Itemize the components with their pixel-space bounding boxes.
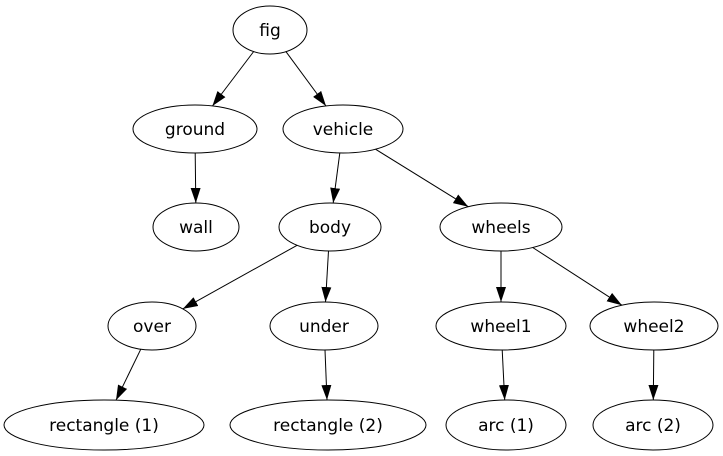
node-wheel1: wheel1 [435, 301, 567, 351]
node-label-wheel2: wheel2 [623, 317, 684, 337]
node-arc1: arc (1) [445, 399, 567, 451]
node-wheels: wheels [439, 202, 563, 252]
nodes-layer: fig ground vehicle wall body wheels over under w… [3, 5, 719, 451]
edge-wheel2-arc2 [648, 349, 659, 401]
node-arc2: arc (2) [592, 399, 714, 451]
node-vehicle: vehicle [282, 104, 404, 154]
edges-layer [115, 51, 659, 401]
node-body: body [278, 202, 382, 252]
edge-body-over [182, 244, 298, 310]
node-label-body: body [309, 218, 351, 238]
node-wheel2: wheel2 [589, 301, 719, 351]
node-label-rectangle1: rectangle (1) [49, 416, 159, 436]
node-ellipse-fig [232, 5, 308, 55]
node-ellipse-body [278, 202, 382, 252]
edge-under-rectangle2 [321, 349, 332, 401]
edge-body-under [321, 250, 332, 303]
node-label-over: over [133, 317, 171, 337]
edge-vehicle-body [330, 152, 341, 204]
node-label-wall: wall [179, 218, 213, 238]
node-ellipse-wheels [439, 202, 563, 252]
node-ellipse-wall [152, 202, 240, 252]
node-ellipse-arc1 [445, 399, 567, 451]
node-label-fig: fig [259, 21, 281, 41]
node-rectangle1: rectangle (1) [3, 399, 205, 451]
node-fig: fig [232, 5, 308, 55]
node-label-arc1: arc (1) [478, 416, 534, 436]
edge-fig-vehicle [285, 51, 327, 107]
node-over: over [107, 301, 197, 351]
edge-wheel1-arc1 [498, 349, 509, 401]
edge-over-rectangle1 [115, 348, 142, 401]
node-ellipse-arc2 [592, 399, 714, 451]
edge-fig-ground [212, 51, 255, 107]
node-ellipse-under [269, 301, 379, 351]
node-ellipse-vehicle [282, 104, 404, 154]
node-ellipse-rectangle1 [3, 399, 205, 451]
node-label-rectangle2: rectangle (2) [273, 416, 383, 436]
node-ellipse-rectangle2 [229, 399, 427, 451]
node-ellipse-over [107, 301, 197, 351]
edge-ground-wall [190, 152, 201, 204]
node-label-wheel1: wheel1 [470, 317, 531, 337]
node-rectangle2: rectangle (2) [229, 399, 427, 451]
node-under: under [269, 301, 379, 351]
node-ellipse-wheel2 [589, 301, 719, 351]
node-ellipse-ground [132, 104, 258, 154]
node-label-arc2: arc (2) [625, 416, 681, 436]
node-ellipse-wheel1 [435, 301, 567, 351]
node-label-wheels: wheels [471, 218, 530, 238]
node-ground: ground [132, 104, 258, 154]
node-wall: wall [152, 202, 240, 252]
node-label-under: under [299, 317, 349, 337]
node-label-ground: ground [165, 120, 225, 140]
edge-wheels-wheel2 [532, 247, 623, 306]
node-label-vehicle: vehicle [313, 120, 374, 140]
edge-vehicle-wheels [375, 148, 469, 208]
